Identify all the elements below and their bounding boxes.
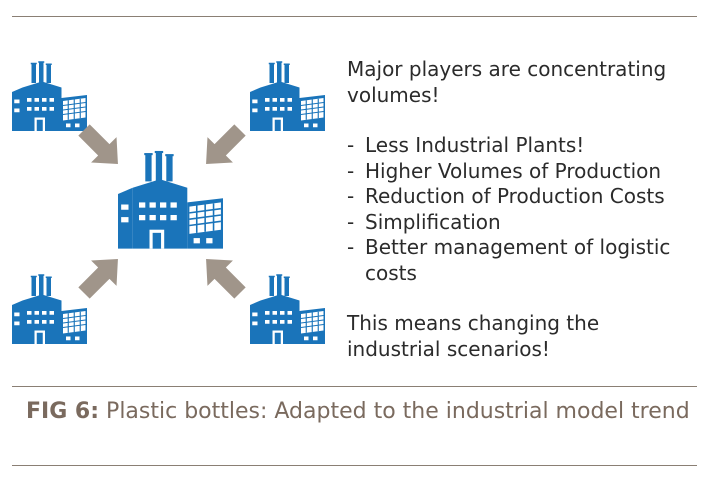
factory-icon: [11, 273, 88, 345]
consolidation-diagram: [11, 60, 326, 345]
list-item: Less Industrial Plants!: [347, 133, 697, 159]
arrow-bottom-left: [71, 246, 131, 306]
list-item: Better management of logistic costs: [347, 235, 697, 286]
arrow-top-right: [193, 117, 253, 177]
top-rule: [12, 16, 697, 17]
factory-icon: [117, 150, 224, 250]
list-item: Reduction of Production Costs: [347, 184, 697, 210]
explanation-text: Major players are concentrating volumes!…: [347, 57, 697, 362]
list-item: Simplification: [347, 210, 697, 236]
factory-icon: [11, 60, 88, 132]
arrow-bottom-right: [193, 246, 253, 306]
figure-caption: FIG 6: Plastic bottles: Adapted to the i…: [26, 397, 696, 427]
factory-icon: [249, 273, 326, 345]
bullet-list: Less Industrial Plants! Higher Volumes o…: [347, 133, 697, 286]
factory-icon: [249, 60, 326, 132]
heading-text: Major players are concentrating volumes!: [347, 57, 667, 107]
figure-label: FIG 6:: [26, 399, 100, 424]
figure-caption-text: Plastic bottles: Adapted to the industri…: [106, 399, 690, 424]
caption-rule-top: [12, 386, 697, 387]
caption-rule-bottom: [12, 465, 697, 466]
list-item: Higher Volumes of Production: [347, 159, 697, 185]
conclusion-text: This means changing the industrial scena…: [347, 311, 600, 361]
